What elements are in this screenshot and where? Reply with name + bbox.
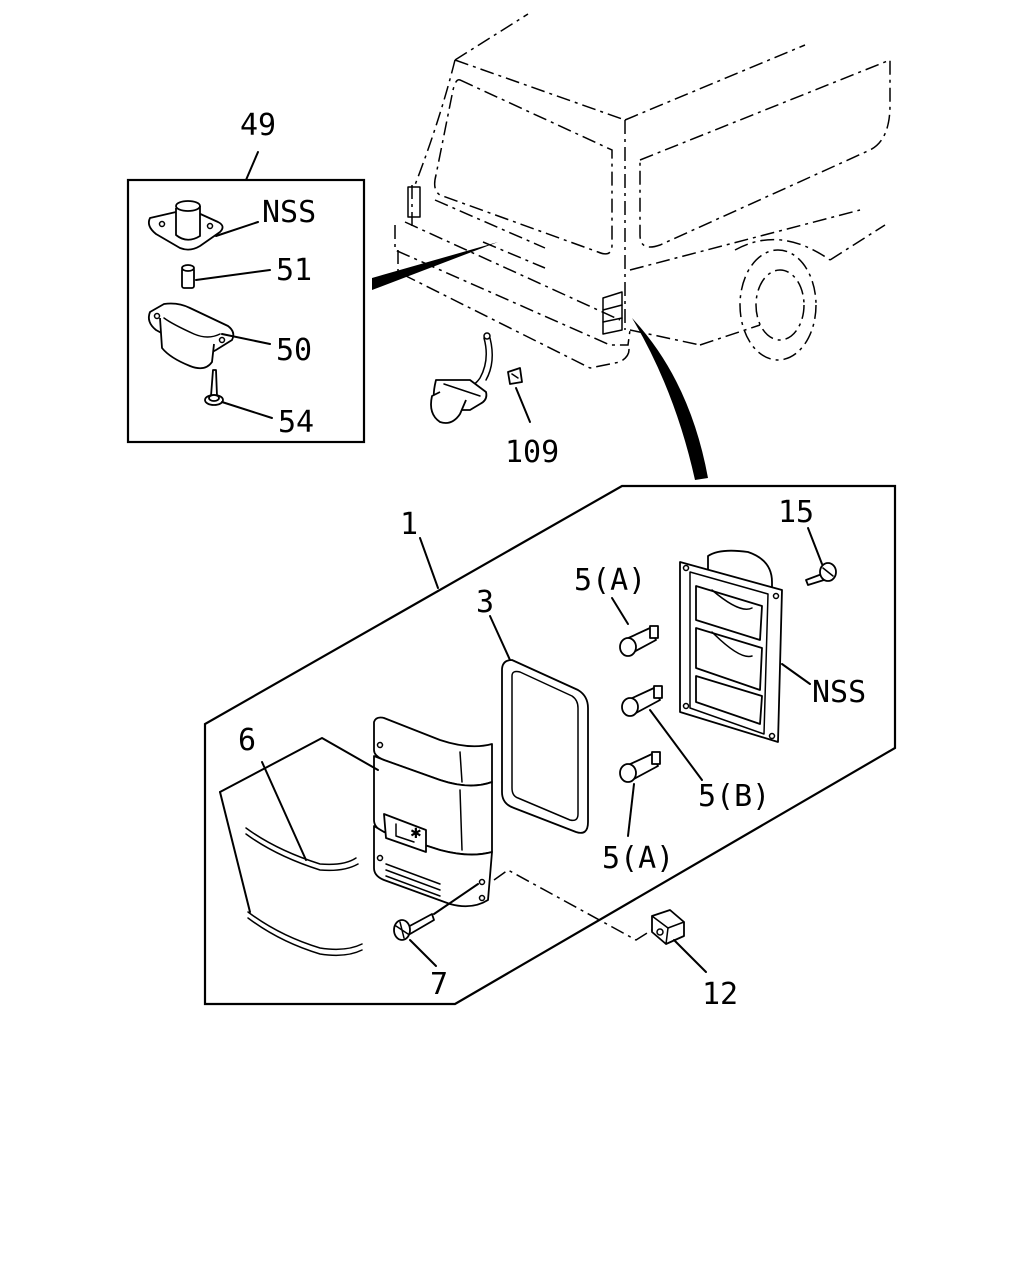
- callout-54: 54: [278, 405, 314, 440]
- bulb-5b: [621, 685, 663, 717]
- bulb-5a-bottom: [619, 751, 661, 783]
- callout-nss-right: NSS: [812, 675, 866, 710]
- callout-5b: 5(B): [698, 779, 770, 814]
- lamp-housing-50: [147, 302, 235, 370]
- screw-15: [805, 562, 837, 586]
- pointer-wedge-tail-lamp: [632, 318, 708, 480]
- vehicle-rear-outline: [394, 13, 891, 369]
- callout-1: 1: [400, 507, 418, 542]
- leader-1: [419, 537, 439, 589]
- callout-50: 50: [276, 333, 312, 368]
- bulb-holder-plate: [679, 549, 783, 743]
- svg-text:✱: ✱: [410, 826, 422, 842]
- bulb-socket-assembly: [430, 332, 493, 424]
- clip-109: [507, 367, 523, 385]
- gasket-3: [501, 659, 589, 834]
- callout-3: 3: [476, 585, 494, 620]
- callout-5a-top: 5(A): [574, 563, 646, 598]
- callout-nss-top: NSS: [262, 195, 316, 230]
- inset-box-licence-lamp: 49 NSS 51 50: [126, 108, 366, 444]
- callout-49: 49: [240, 108, 276, 143]
- lamp-lens-cap: [147, 200, 224, 251]
- connector-12: [651, 909, 685, 945]
- callout-109: 109: [505, 435, 559, 470]
- callout-6: 6: [238, 723, 256, 758]
- callout-12: 12: [702, 977, 738, 1012]
- callout-7: 7: [430, 967, 448, 1002]
- callout-51: 51: [276, 253, 312, 288]
- callout-5a-bottom: 5(A): [602, 841, 674, 876]
- screw-54: [204, 369, 224, 406]
- connector-dashed-leader: [493, 869, 653, 941]
- callout-15: 15: [778, 495, 814, 530]
- tail-lamp-lens: ✱: [373, 716, 493, 908]
- trim-strip-6: [245, 827, 363, 957]
- screw-7: [393, 913, 435, 941]
- pointer-wedge-plate-lamp: [372, 242, 498, 290]
- bulb-5a-top: [619, 625, 659, 657]
- bulb-51: [181, 264, 195, 289]
- main-parts-frame: [203, 484, 897, 1006]
- leader-6: [219, 737, 379, 793]
